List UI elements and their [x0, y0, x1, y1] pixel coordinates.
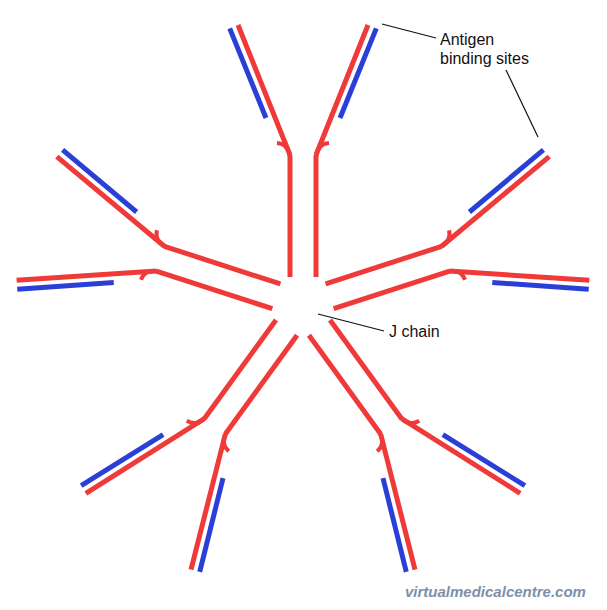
part-label: Antigen binding sites	[440, 30, 550, 68]
watermark: virtualmedicalcentre.com	[405, 582, 586, 601]
leader-line	[506, 70, 538, 137]
part-label: J chain	[389, 322, 479, 341]
leader-line	[318, 314, 384, 331]
leader-line	[382, 24, 436, 38]
